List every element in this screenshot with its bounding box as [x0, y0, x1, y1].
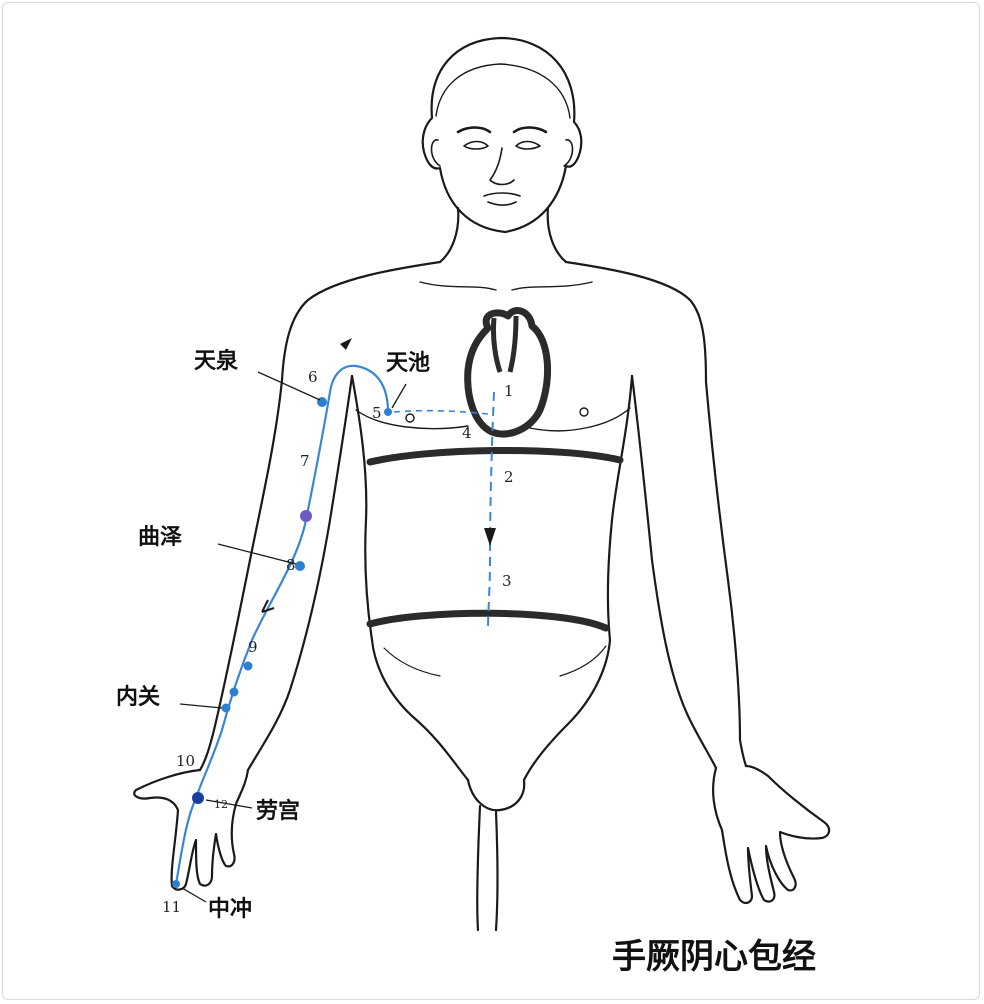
sequence-numbers: 1 2 3 4 5 6 7 8 9 10 11 12	[162, 368, 514, 916]
num-10: 10	[176, 752, 195, 770]
label-laogong: 劳宫	[256, 798, 300, 824]
groin	[466, 778, 526, 812]
point-9b	[229, 687, 239, 697]
num-12: 12	[214, 798, 228, 811]
mouth	[483, 192, 521, 206]
right-hand	[712, 764, 831, 905]
num-4: 4	[462, 424, 472, 442]
leader-quze	[217, 543, 297, 565]
right-arm-outer	[704, 380, 748, 768]
left-torso-side	[350, 374, 470, 782]
leader-laogong	[205, 799, 253, 809]
num-11: 11	[162, 898, 181, 916]
label-neiguan: 内关	[116, 684, 160, 710]
point-7	[300, 510, 312, 522]
left-eye	[463, 140, 489, 150]
clavicles	[419, 281, 593, 291]
neck-left	[438, 206, 460, 264]
num-5: 5	[372, 404, 382, 422]
right-arm-inner	[630, 374, 718, 770]
down-arrow-icon	[484, 528, 496, 546]
num-1: 1	[504, 382, 514, 400]
leader-neiguan	[179, 703, 223, 709]
leader-tianquan	[257, 371, 321, 401]
right-nipple-icon	[579, 407, 589, 417]
left-eyebrow	[456, 126, 492, 134]
body-outline	[133, 36, 831, 932]
right-shoulder	[564, 260, 708, 384]
diaphragm-band	[366, 446, 624, 466]
neck-right	[546, 206, 568, 264]
label-tianquan: 天泉	[194, 348, 239, 374]
heart-icon	[464, 307, 552, 438]
point-5	[384, 408, 392, 416]
meridian-line	[174, 364, 390, 885]
head-outline	[421, 36, 583, 234]
num-9: 9	[248, 638, 258, 656]
right-leg	[494, 810, 499, 932]
flow-arrow-icon	[261, 599, 275, 613]
left-shoulder	[280, 260, 442, 382]
label-zhongchong: 中冲	[208, 896, 252, 922]
point-8-quze	[295, 561, 305, 571]
right-eyebrow	[512, 126, 548, 134]
point-9a	[243, 661, 253, 671]
waist-band	[366, 609, 610, 632]
leader-lines	[179, 371, 407, 903]
nipples	[405, 407, 589, 423]
acupoint-labels: 天泉 天池 曲泽 内关 劳宫 中冲	[116, 348, 430, 922]
shoulder-arrow-icon	[340, 338, 352, 350]
left-leg	[476, 804, 482, 932]
leader-tianchi	[391, 383, 407, 409]
right-torso-side	[522, 374, 634, 782]
diagram-title: 手厥阴心包经	[612, 937, 816, 977]
num-7: 7	[300, 452, 310, 470]
num-2: 2	[504, 468, 514, 486]
left-hand	[133, 768, 250, 891]
left-arm-inner	[246, 374, 354, 772]
left-arm-outer	[198, 378, 284, 772]
left-pectoral	[355, 409, 469, 430]
num-6: 6	[308, 368, 318, 386]
point-6-tianquan	[317, 397, 327, 407]
leader-zhongchong	[181, 887, 207, 903]
label-tianchi: 天池	[386, 350, 430, 376]
right-eye	[515, 140, 541, 150]
right-pectoral	[529, 407, 631, 432]
nose	[489, 147, 515, 186]
left-ear	[430, 139, 441, 167]
left-nipple-icon	[405, 413, 415, 423]
point-11-zhongchong	[172, 880, 180, 888]
num-3: 3	[502, 572, 512, 590]
acupoints	[172, 397, 392, 888]
right-ear	[563, 139, 574, 167]
point-neiguan	[221, 703, 231, 713]
label-quze: 曲泽	[138, 524, 182, 550]
abdomen-line	[383, 645, 607, 677]
point-laogong	[192, 792, 204, 804]
internal-bands	[366, 446, 624, 632]
num-8: 8	[286, 556, 296, 574]
internal-meridian-path	[487, 391, 495, 631]
hair-outline	[435, 63, 571, 119]
